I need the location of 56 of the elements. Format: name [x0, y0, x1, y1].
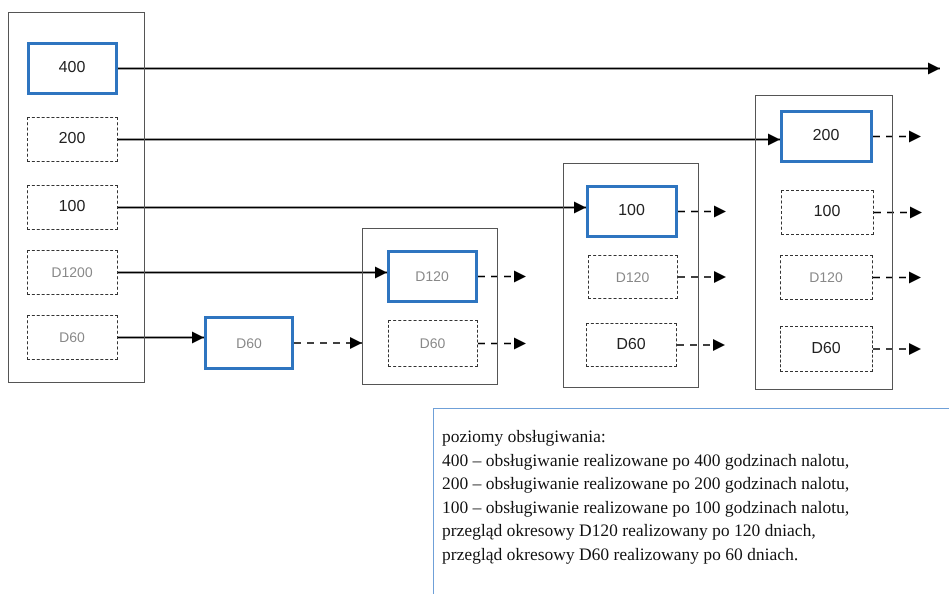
- arrow: [874, 206, 922, 218]
- level-label: 100: [814, 203, 840, 221]
- level-label: D60: [236, 335, 262, 351]
- arrow: [118, 202, 586, 214]
- pending-check-box: [26, 184, 118, 230]
- arrow: [678, 206, 726, 218]
- legend-line: poziomy obsługiwania:: [442, 425, 607, 448]
- level-label: D60: [59, 329, 85, 345]
- arrow: [678, 271, 726, 283]
- arrow: [478, 270, 526, 282]
- arrow: [118, 332, 204, 344]
- current-check-box: [26, 42, 118, 94]
- level-label: 200: [58, 130, 86, 148]
- level-label: D120: [616, 268, 650, 284]
- arrow: [118, 266, 387, 278]
- level-label: 200: [812, 127, 840, 145]
- level-label: 100: [58, 198, 86, 216]
- level-label: D120: [809, 269, 843, 285]
- level-label: D120: [415, 268, 449, 284]
- arrow: [677, 339, 725, 351]
- legend-line: przegląd okresowy D120 realizowany po 120 dniach,: [442, 519, 817, 542]
- legend-line: 400 – obsługiwanie realizowane po 400 godzinach nalotu,: [442, 448, 850, 472]
- pending-check-box: [26, 116, 118, 162]
- legend-note-box: [433, 408, 949, 594]
- pending-check-box: [388, 320, 478, 366]
- group-frame: [755, 95, 893, 390]
- level-label: D60: [616, 336, 646, 354]
- pending-check-box: [588, 254, 678, 298]
- level-label: D60: [420, 335, 446, 351]
- level-label: D1200: [51, 264, 93, 280]
- group-frame: [563, 163, 699, 388]
- pending-check-box: [586, 322, 676, 366]
- arrow: [478, 338, 526, 350]
- current-check-box: [586, 184, 678, 238]
- pending-check-box: [26, 314, 118, 360]
- arrow: [873, 130, 921, 142]
- level-label: 100: [618, 202, 645, 220]
- arrow: [294, 337, 362, 349]
- pending-check-box: [26, 250, 118, 294]
- current-check-box: [386, 250, 478, 302]
- pending-check-box: [780, 326, 872, 372]
- legend-line: 200 – obsługiwanie realizowane po 200 godzinach nalotu,: [442, 472, 850, 495]
- arrow: [118, 134, 780, 146]
- group-frame: [8, 12, 145, 383]
- arrow: [873, 343, 921, 355]
- legend-line: przegląd okresowy D60 realizowany po 60 dniach.: [442, 542, 800, 566]
- level-label: 400: [58, 59, 86, 77]
- level-label: D60: [811, 340, 841, 358]
- pending-check-box: [780, 254, 872, 300]
- pending-check-box: [780, 190, 874, 234]
- current-check-box: [780, 110, 872, 162]
- group-frame: [362, 228, 498, 385]
- arrow: [118, 62, 940, 74]
- arrow: [873, 272, 921, 284]
- current-check-box: [204, 316, 294, 370]
- legend-line: 100 – obsługiwanie realizowane po 100 godzinach nalotu,: [442, 496, 850, 519]
